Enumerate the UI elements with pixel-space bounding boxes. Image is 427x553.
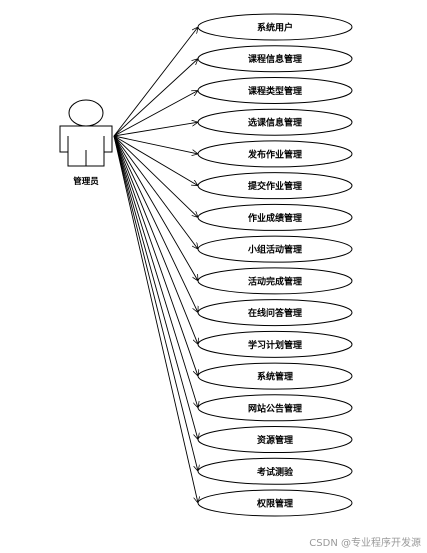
- use-case-label: 提交作业管理: [248, 180, 302, 192]
- use-case-ellipse: [197, 267, 353, 295]
- use-case-ellipse: [197, 457, 353, 485]
- association-arrow: [113, 135, 198, 217]
- use-case-ellipse: [197, 299, 353, 327]
- use-case: 系统管理: [197, 362, 353, 390]
- use-case-label: 小组活动管理: [247, 244, 302, 256]
- association-lines: [113, 27, 198, 503]
- association-arrow: [113, 135, 198, 186]
- use-case: 资源管理: [197, 426, 353, 454]
- actor-body-icon: [59, 125, 113, 167]
- use-case-label: 作业成绩管理: [248, 212, 302, 224]
- use-case: 在线问答管理: [197, 299, 353, 327]
- use-case: 课程信息管理: [197, 45, 353, 73]
- association-arrow: [113, 122, 198, 137]
- association-arrow: [113, 135, 198, 154]
- actor-head: [68, 99, 104, 127]
- use-case-ellipse: [197, 140, 353, 168]
- use-case: 学习计划管理: [197, 330, 353, 358]
- association-arrow: [113, 59, 198, 137]
- association-arrow: [113, 135, 198, 344]
- use-case: 小组活动管理: [197, 235, 353, 263]
- association-arrow: [113, 135, 198, 376]
- use-case-ellipse: [197, 362, 353, 390]
- use-case: 发布作业管理: [197, 140, 353, 168]
- use-case-label: 学习计划管理: [248, 339, 302, 351]
- use-case: 系统用户: [197, 13, 353, 41]
- association-arrow: [113, 135, 198, 281]
- use-case-ellipse: [197, 426, 353, 454]
- use-case: 考试测验: [197, 457, 353, 485]
- use-case-ellipse: [197, 45, 353, 73]
- use-case-label: 在线问答管理: [248, 307, 302, 319]
- use-case-label: 发布作业管理: [247, 148, 302, 160]
- use-case-label: 系统用户: [257, 22, 293, 34]
- use-case-label: 资源管理: [257, 434, 293, 446]
- use-case-ellipse: [197, 76, 353, 104]
- use-case-label: 网站公告管理: [248, 402, 302, 414]
- actor-label: 管理员: [73, 176, 99, 187]
- use-case-label: 课程信息管理: [248, 53, 302, 65]
- association-arrow: [113, 135, 198, 440]
- actor-figure: 管理员: [59, 99, 113, 187]
- use-case: 选课信息管理: [197, 108, 353, 136]
- use-case: 作业成绩管理: [197, 203, 353, 231]
- association-arrow: [113, 135, 198, 408]
- use-case-label: 活动完成管理: [248, 275, 302, 287]
- association-arrow: [113, 135, 198, 313]
- use-case-ellipse: [197, 489, 353, 517]
- use-case-label: 选课信息管理: [248, 117, 302, 129]
- use-case-ellipse: [197, 172, 353, 200]
- association-arrow: [113, 27, 198, 137]
- use-case: 提交作业管理: [197, 172, 353, 200]
- use-case-label: 权限管理: [256, 498, 293, 510]
- use-case: 活动完成管理: [197, 267, 353, 295]
- use-case-ellipse: [197, 108, 353, 136]
- use-case-ellipse: [197, 203, 353, 231]
- association-arrow: [113, 135, 198, 471]
- use-case-ellipse: [197, 13, 353, 41]
- use-case-label: 考试测验: [257, 466, 294, 478]
- use-case: 课程类型管理: [197, 76, 353, 104]
- association-arrow: [113, 90, 198, 137]
- use-case: 网站公告管理: [197, 394, 353, 422]
- use-case-ellipse: [197, 330, 353, 358]
- use-case-list: 系统用户课程信息管理课程类型管理选课信息管理发布作业管理提交作业管理作业成绩管理…: [197, 13, 353, 517]
- use-case-label: 系统管理: [257, 371, 293, 383]
- association-arrow: [113, 135, 198, 503]
- use-case: 权限管理: [197, 489, 353, 517]
- use-case-ellipse: [197, 235, 353, 263]
- use-case-ellipse: [197, 394, 353, 422]
- use-case-label: 课程类型管理: [248, 85, 302, 97]
- association-arrow: [113, 135, 198, 249]
- watermark: CSDN @专业程序开发源: [309, 538, 421, 549]
